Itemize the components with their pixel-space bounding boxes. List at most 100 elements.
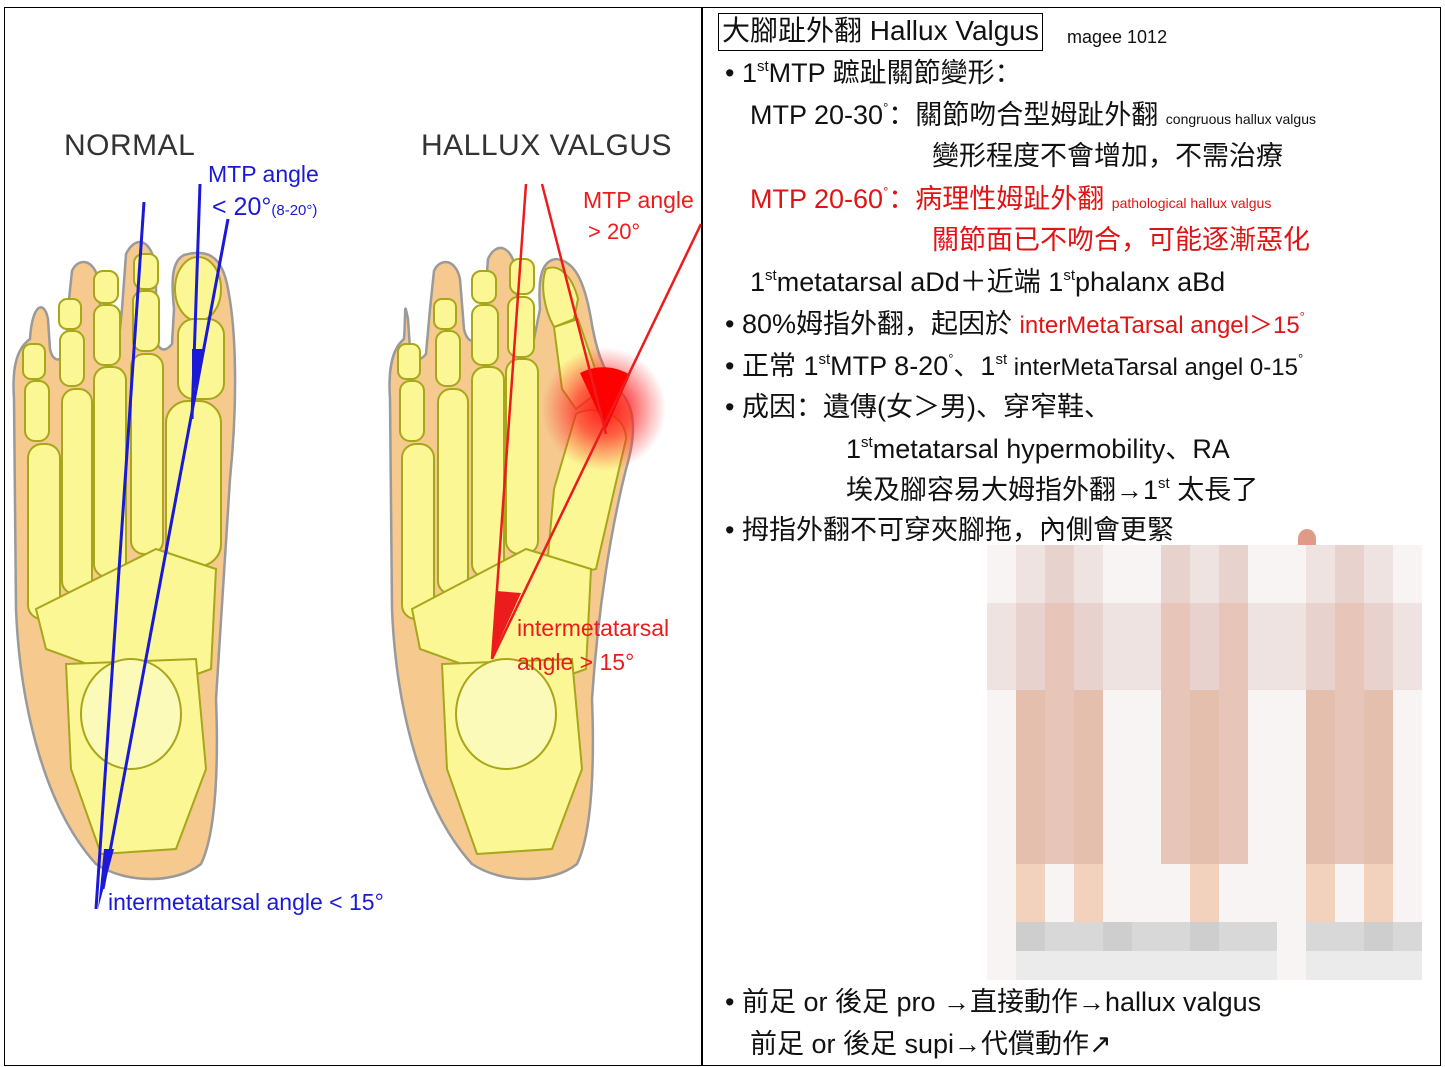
photo-pixel	[1393, 719, 1422, 748]
photo-pixel	[1161, 632, 1190, 661]
photo-pixel	[1132, 951, 1161, 980]
photo-pixel	[1277, 806, 1306, 835]
photo-pixel	[987, 748, 1016, 777]
photo-pixel	[1103, 545, 1132, 574]
photo-pixel	[987, 806, 1016, 835]
photo-pixel	[1016, 690, 1045, 719]
photo-pixel	[1219, 748, 1248, 777]
photo-pixel	[1161, 951, 1190, 980]
photo-pixel	[1277, 574, 1306, 603]
photo-pixel	[987, 719, 1016, 748]
photo-pixel	[1393, 748, 1422, 777]
photo-pixel	[1190, 777, 1219, 806]
text: 拇指外翻不可穿夾腳拖，內側會更緊	[741, 515, 1174, 545]
photo-toe-tip	[1298, 529, 1316, 549]
photo-pixel	[1306, 777, 1335, 806]
photo-pixel	[1335, 835, 1364, 864]
photo-pixel	[1335, 748, 1364, 777]
photo-pixel	[1335, 545, 1364, 574]
photo-pixel	[1045, 574, 1074, 603]
photo-pixel	[1074, 748, 1103, 777]
photo-pixel	[1364, 922, 1393, 951]
degree: °	[883, 100, 889, 115]
photo-pixel	[1103, 922, 1132, 951]
photo-pixel	[1016, 893, 1045, 922]
photo-pixel	[1016, 574, 1045, 603]
photo-pixel	[1393, 545, 1422, 574]
photo-pixel	[1016, 719, 1045, 748]
photo-pixel	[1074, 806, 1103, 835]
degree: °	[1299, 309, 1305, 324]
photo-pixel	[1219, 661, 1248, 690]
degree: °	[1297, 351, 1304, 366]
photo-pixel	[1219, 806, 1248, 835]
photo-pixel	[987, 835, 1016, 864]
photo-pixel	[987, 545, 1016, 574]
photo-pixel	[1248, 893, 1277, 922]
photo-pixel	[1190, 719, 1219, 748]
photo-pixel	[1161, 864, 1190, 893]
photo-pixel	[1306, 603, 1335, 632]
hv-intermetatarsal-value: angle > 15°	[517, 649, 635, 675]
photo-pixel	[1103, 632, 1132, 661]
photo-pixel	[1161, 719, 1190, 748]
photo-pixel	[987, 951, 1016, 980]
photo-pixel	[987, 893, 1016, 922]
photo-pixel	[1219, 574, 1248, 603]
photo-pixel	[1103, 690, 1132, 719]
photo-pixel	[1248, 864, 1277, 893]
photo-pixel	[1103, 748, 1132, 777]
photo-pixel	[1277, 835, 1306, 864]
bullet-80-percent: • 80%姆指外翻，起因於 interMetaTarsal angel＞15°	[725, 310, 1305, 338]
notes-panel: 大腳趾外翻 Hallux Valgus magee 1012 • 1stMTP …	[703, 9, 1439, 1064]
text: ：病理性姆趾外翻	[888, 184, 1105, 214]
photo-pixel	[1103, 835, 1132, 864]
superscript: st	[765, 267, 777, 284]
photo-pixel	[1306, 545, 1335, 574]
photo-pixel	[1074, 719, 1103, 748]
text: 成因：遺傳(女＞男)、穿窄鞋、	[741, 392, 1111, 422]
bullet-dot: •	[725, 58, 735, 88]
photo-pixel	[1190, 574, 1219, 603]
photo-pixel	[1045, 632, 1074, 661]
photo-pixel	[1016, 545, 1045, 574]
bullet-normal-values: • 正常 1stMTP 8-20°、1st interMetaTarsal an…	[725, 352, 1303, 380]
photo-pixel	[1103, 893, 1132, 922]
bullet-dot: •	[725, 515, 735, 545]
adduction-abduction-line: 1stmetatarsal aDd＋近端 1stphalanx aBd	[750, 268, 1225, 296]
photo-pixel	[1219, 893, 1248, 922]
photo-pixel	[1074, 951, 1103, 980]
photo-pixel	[1306, 574, 1335, 603]
photo-pixel	[1132, 632, 1161, 661]
text: 80%姆指外翻，起因於	[741, 309, 1020, 339]
english-note: pathological hallux valgus	[1111, 195, 1272, 211]
photo-pixel	[1074, 603, 1103, 632]
photo-pixel	[1074, 835, 1103, 864]
photo-pixel	[1161, 603, 1190, 632]
text: metatarsal aDd＋近端 1	[776, 267, 1064, 297]
causes-egyptian-foot: 埃及腳容易大姆指外翻→1st 太長了	[846, 476, 1258, 504]
photo-pixel	[1219, 545, 1248, 574]
photo-pixel	[1277, 748, 1306, 777]
photo-pixel	[1364, 603, 1393, 632]
photo-pixel	[1132, 835, 1161, 864]
photo-pixel	[1219, 922, 1248, 951]
photo-pixel	[1161, 545, 1190, 574]
photo-pixel	[1045, 951, 1074, 980]
photo-pixel	[1364, 806, 1393, 835]
photo-pixel	[1364, 690, 1393, 719]
photo-pixel	[1248, 690, 1277, 719]
photo-pixel	[1016, 777, 1045, 806]
text: MTP 20-30	[750, 100, 884, 130]
photo-pixel	[1393, 690, 1422, 719]
photo-pixel	[1103, 951, 1132, 980]
photo-pixel	[1016, 951, 1045, 980]
photo-pixel	[1161, 893, 1190, 922]
photo-pixel	[1074, 690, 1103, 719]
photo-pixel	[1161, 661, 1190, 690]
normal-mtp-angle-value: < 20°(8-20°)	[212, 195, 317, 220]
photo-pixel	[1306, 893, 1335, 922]
photo-pixel	[1074, 777, 1103, 806]
photo-pixel	[1277, 777, 1306, 806]
photo-pixel	[1016, 864, 1045, 893]
